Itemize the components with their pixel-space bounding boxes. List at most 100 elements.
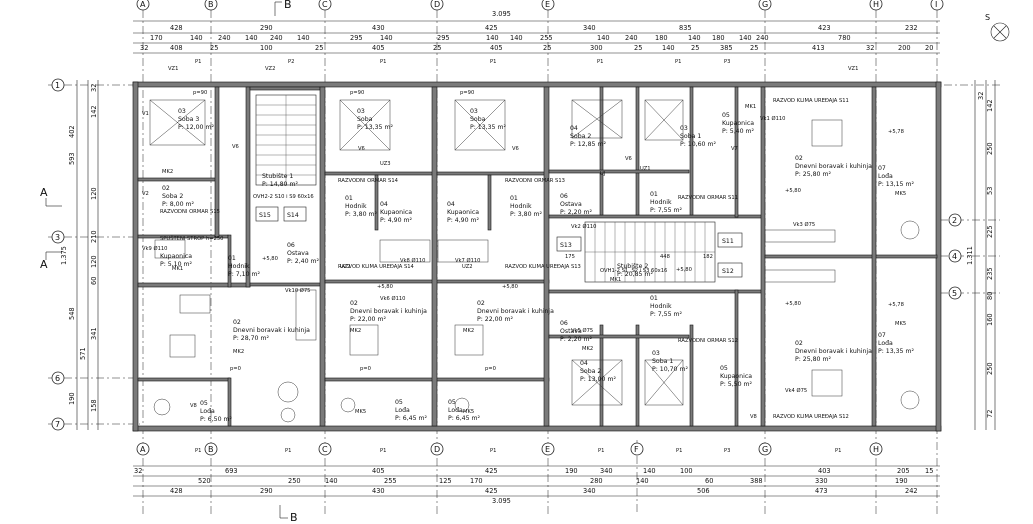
svg-text:190: 190	[895, 477, 908, 485]
svg-text:255: 255	[384, 477, 397, 485]
svg-text:140: 140	[688, 34, 701, 42]
svg-text:Vk10 Ø75: Vk10 Ø75	[285, 287, 311, 294]
svg-text:140: 140	[739, 34, 752, 42]
svg-text:548: 548	[68, 307, 76, 320]
right-dimension-text: 32 142 250 53 225 1.311 235 80 160 250 7…	[966, 92, 994, 418]
svg-text:P: 5,40 m²: P: 5,40 m²	[722, 128, 755, 135]
svg-text:Ostava: Ostava	[560, 201, 582, 208]
technical-annotations: RAZVODNI ORMAR S15 RAZVODNI ORMAR S14 RA…	[142, 90, 849, 420]
svg-text:P: 4,90 m²: P: 4,90 m²	[447, 217, 480, 224]
svg-text:+5,80: +5,80	[377, 284, 393, 290]
section-markers: A A B B	[40, 0, 298, 524]
svg-text:P: 3,80 m²: P: 3,80 m²	[345, 211, 378, 218]
svg-text:140: 140	[636, 477, 649, 485]
svg-text:03: 03	[680, 125, 688, 132]
furniture	[149, 99, 920, 423]
svg-text:05: 05	[448, 399, 456, 406]
svg-text:I: I	[935, 0, 937, 9]
svg-text:02: 02	[233, 319, 241, 326]
svg-text:210: 210	[90, 230, 98, 243]
svg-text:225: 225	[986, 225, 994, 238]
svg-text:MK1: MK1	[610, 277, 621, 283]
svg-text:B: B	[208, 0, 214, 9]
svg-text:S15: S15	[259, 212, 271, 219]
svg-text:RAZVODNI ORMAR S14: RAZVODNI ORMAR S14	[338, 178, 399, 184]
svg-text:P: 6,45 m²: P: 6,45 m²	[448, 415, 481, 422]
svg-text:25: 25	[634, 44, 642, 52]
svg-text:Soba 2: Soba 2	[580, 368, 601, 375]
svg-text:405: 405	[490, 44, 503, 52]
svg-text:140: 140	[643, 467, 656, 475]
svg-text:H: H	[873, 0, 879, 9]
svg-text:190: 190	[565, 467, 578, 475]
svg-text:Lođa: Lođa	[878, 340, 893, 347]
svg-text:02: 02	[795, 155, 803, 162]
svg-text:Vk7 Ø110: Vk7 Ø110	[455, 257, 481, 264]
svg-text:80: 80	[986, 292, 994, 300]
svg-text:182: 182	[703, 254, 713, 260]
svg-text:593: 593	[68, 152, 76, 165]
svg-text:Soba: Soba	[357, 116, 373, 123]
svg-text:232: 232	[905, 24, 918, 32]
svg-text:140: 140	[662, 44, 675, 52]
svg-text:+5,78: +5,78	[888, 129, 904, 135]
svg-text:100: 100	[680, 467, 693, 475]
svg-text:02: 02	[162, 185, 170, 192]
svg-text:P: 5,10 m²: P: 5,10 m²	[160, 261, 193, 268]
stair-2	[584, 221, 716, 283]
svg-text:A: A	[40, 186, 48, 199]
svg-text:01: 01	[650, 295, 658, 302]
svg-text:235: 235	[986, 267, 994, 280]
svg-text:C: C	[322, 445, 328, 454]
svg-text:RAZVODNI ORMAR S12: RAZVODNI ORMAR S12	[678, 338, 738, 344]
svg-text:402: 402	[68, 125, 76, 138]
svg-text:Kupaonica: Kupaonica	[722, 120, 754, 127]
svg-text:P: 2,20 m²: P: 2,20 m²	[560, 209, 593, 216]
svg-text:MK2: MK2	[162, 169, 173, 175]
svg-text:140: 140	[486, 34, 499, 42]
svg-text:Soba 1: Soba 1	[680, 133, 701, 140]
axis-number-bubbles: 1 3 6 7 2 4 5	[51, 78, 962, 431]
svg-text:p=90: p=90	[350, 90, 364, 96]
svg-text:p=0: p=0	[230, 366, 241, 372]
svg-text:UZ2: UZ2	[340, 264, 351, 270]
svg-text:340: 340	[583, 487, 596, 495]
svg-text:P: 5,50 m²: P: 5,50 m²	[720, 381, 753, 388]
svg-text:MK2: MK2	[463, 328, 474, 334]
svg-text:240: 240	[218, 34, 231, 42]
svg-text:P: 2,40 m²: P: 2,40 m²	[287, 258, 320, 265]
svg-text:53: 53	[986, 187, 994, 195]
svg-text:P1: P1	[675, 59, 681, 65]
svg-text:OVH2-2 S10 i S9 60x16: OVH2-2 S10 i S9 60x16	[253, 194, 314, 200]
svg-text:P1: P1	[285, 448, 291, 454]
svg-text:430: 430	[372, 24, 385, 32]
svg-text:72: 72	[986, 410, 994, 418]
svg-text:Dnevni boravak i kuhinja: Dnevni boravak i kuhinja	[350, 308, 427, 315]
svg-text:Vk4 Ø75: Vk4 Ø75	[785, 387, 807, 394]
svg-text:3.095: 3.095	[492, 497, 511, 505]
svg-text:32: 32	[134, 467, 142, 475]
svg-text:+5,80: +5,80	[502, 284, 518, 290]
svg-text:02: 02	[477, 300, 485, 307]
svg-text:175: 175	[565, 254, 575, 260]
svg-text:P: 7,55 m²: P: 7,55 m²	[650, 311, 683, 318]
svg-text:385: 385	[720, 44, 733, 52]
svg-text:Ostava: Ostava	[287, 250, 309, 257]
svg-text:+5,78: +5,78	[888, 302, 904, 308]
svg-text:02: 02	[795, 340, 803, 347]
svg-text:P1: P1	[195, 448, 201, 454]
svg-text:473: 473	[815, 487, 828, 495]
svg-text:520: 520	[198, 477, 211, 485]
svg-text:425: 425	[485, 24, 498, 32]
svg-text:01: 01	[510, 195, 518, 202]
svg-text:07: 07	[878, 165, 886, 172]
svg-text:A: A	[40, 258, 48, 271]
svg-text:MK5: MK5	[895, 191, 906, 197]
svg-text:P1: P1	[598, 448, 604, 454]
